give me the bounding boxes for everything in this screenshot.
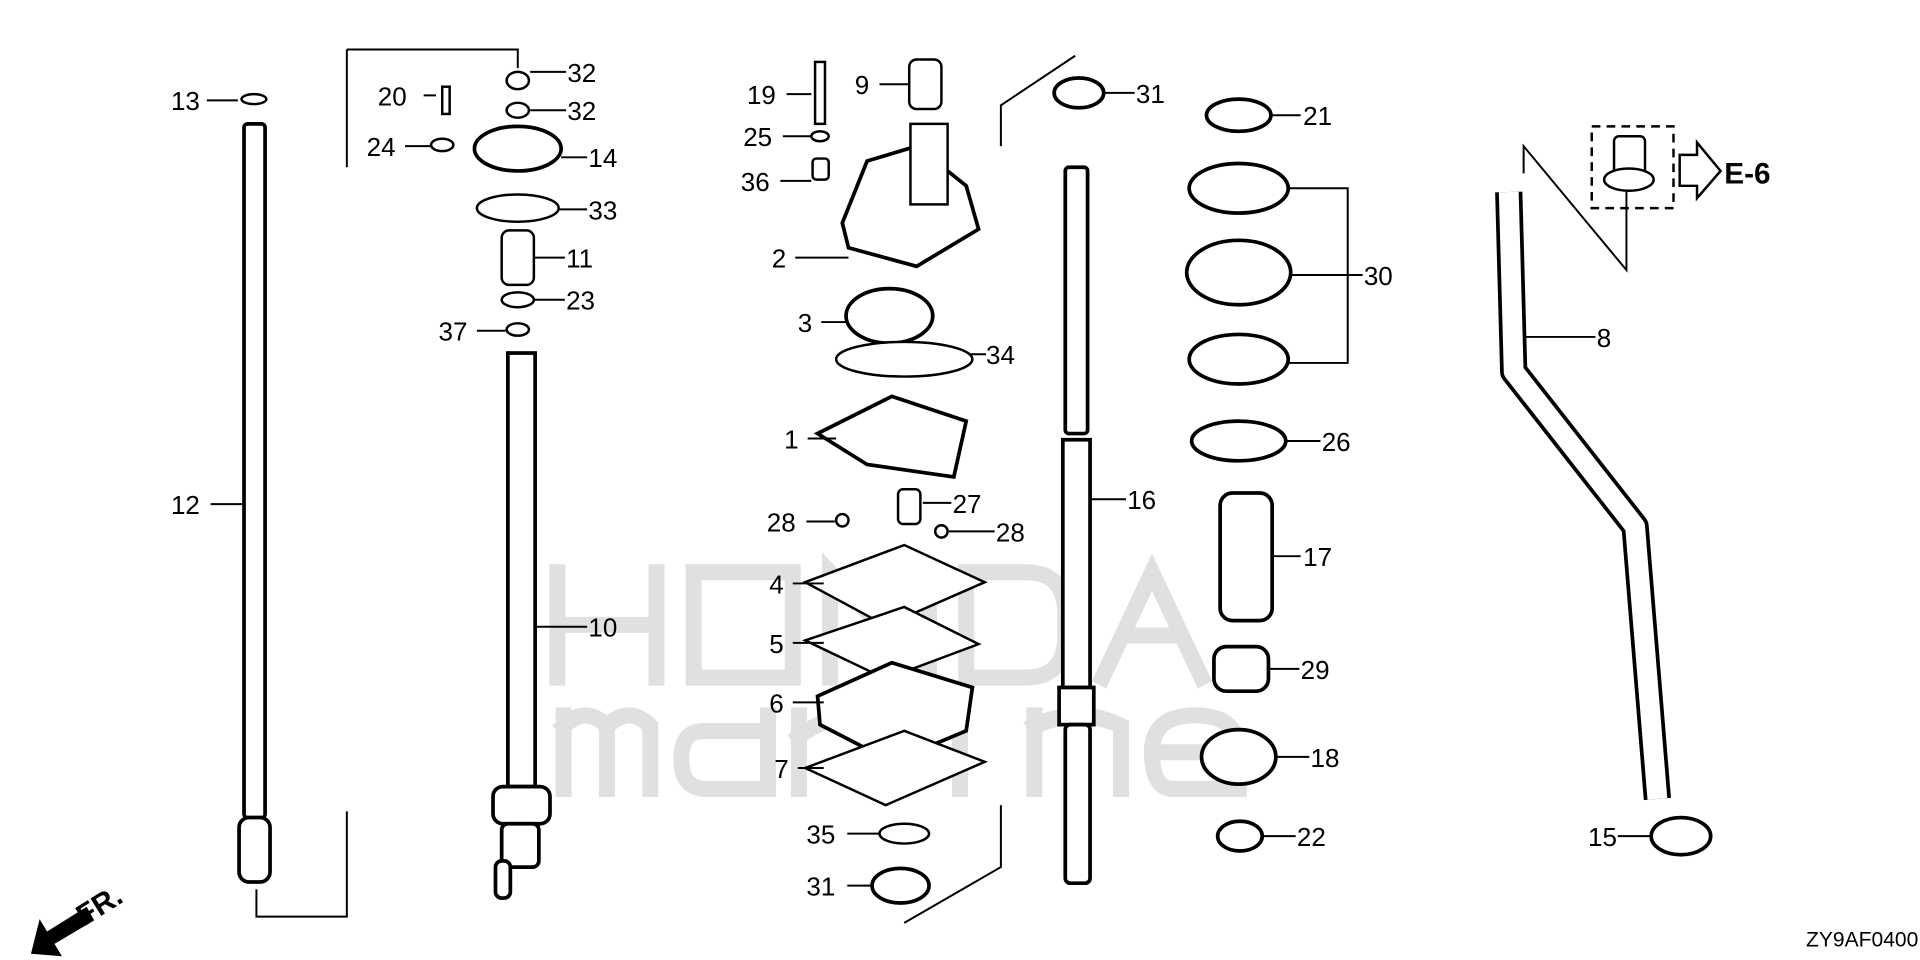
watermark-glyph: [564, 715, 651, 789]
label-19: 19: [747, 80, 776, 110]
label-24: 24: [367, 132, 396, 162]
watermark-glyph: [966, 572, 1065, 677]
label-4: 4: [769, 569, 783, 599]
label-7: 7: [774, 754, 788, 784]
label-14: 14: [588, 143, 617, 173]
label-16: 16: [1127, 485, 1156, 515]
label-23: 23: [566, 286, 595, 316]
watermark-glyph: [1102, 572, 1201, 677]
watermark-glyph: [694, 572, 793, 677]
part-16-shaft: [999, 54, 1106, 886]
label-18: 18: [1311, 743, 1340, 773]
part-12-shaft: [237, 49, 348, 918]
label-3: 3: [798, 308, 812, 338]
label-25: 25: [743, 122, 772, 152]
label-37: 37: [439, 317, 468, 347]
label-8: 8: [1597, 323, 1611, 353]
label-32a: 32: [567, 58, 596, 88]
label-35: 35: [806, 820, 835, 850]
watermark-glyph: [681, 715, 768, 789]
reference-e6[interactable]: E-6: [1724, 157, 1770, 190]
label-34: 34: [986, 340, 1015, 370]
label-26: 26: [1322, 427, 1351, 457]
watermark-glyph: [557, 572, 656, 677]
part-water-pump: [801, 58, 1002, 924]
part-8-tube: [1495, 125, 1723, 857]
front-direction-arrow-icon: [30, 906, 95, 957]
label-28a: 28: [767, 507, 796, 537]
label-1: 1: [784, 424, 798, 454]
label-13: 13: [171, 86, 200, 116]
label-15: 15: [1588, 822, 1617, 852]
label-6: 6: [769, 688, 783, 718]
diagram-code: ZY9AF0400: [1806, 928, 1918, 951]
label-28b: 28: [996, 517, 1025, 547]
label-10: 10: [588, 613, 617, 643]
label-30: 30: [1364, 261, 1393, 291]
label-21: 21: [1303, 101, 1332, 131]
part-bearings: [1184, 97, 1349, 853]
label-27: 27: [953, 489, 982, 519]
label-2: 2: [772, 244, 786, 274]
part-10-shaft-stack: [346, 48, 563, 900]
label-12: 12: [171, 490, 200, 520]
label-31a: 31: [806, 872, 835, 902]
label-5: 5: [769, 629, 783, 659]
label-22: 22: [1297, 822, 1326, 852]
label-33: 33: [588, 195, 617, 225]
label-36: 36: [741, 167, 770, 197]
label-29: 29: [1301, 655, 1330, 685]
label-9: 9: [855, 70, 869, 100]
label-17: 17: [1303, 542, 1332, 572]
label-31b: 31: [1136, 79, 1165, 109]
label-32b: 32: [567, 96, 596, 126]
label-20: 20: [378, 81, 407, 111]
label-11: 11: [566, 244, 593, 274]
